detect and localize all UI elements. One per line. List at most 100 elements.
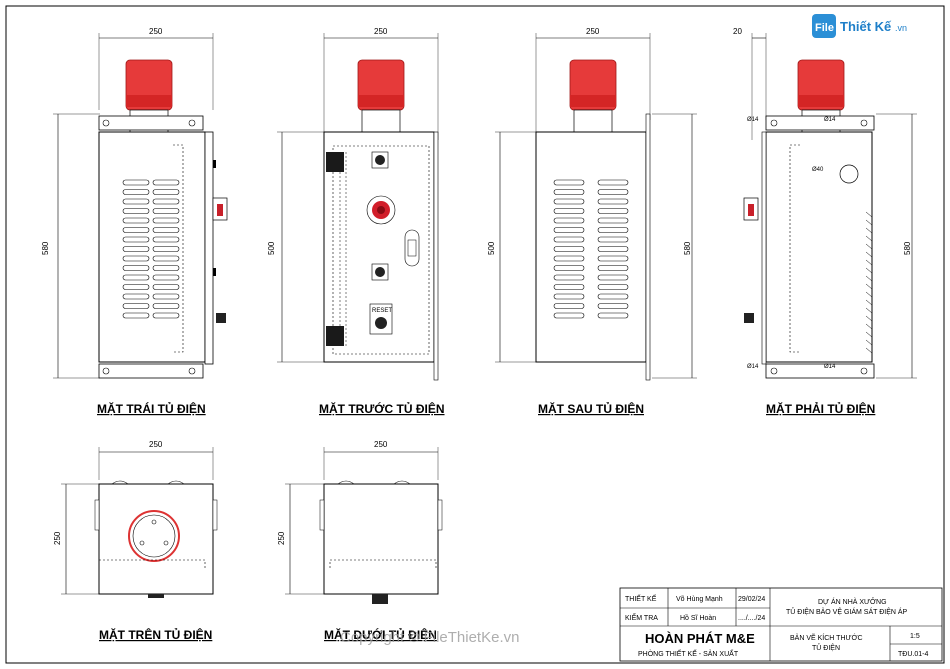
right-hole-c: Ø14 bbox=[747, 364, 759, 370]
louver-slot bbox=[152, 293, 180, 300]
louver-slot bbox=[152, 189, 180, 195]
louver-slot bbox=[122, 312, 150, 319]
right-offset-dim: 20 bbox=[733, 27, 742, 36]
bottom-width-dim: 250 bbox=[374, 440, 388, 449]
louver-slot bbox=[597, 246, 629, 252]
tb-thiet-ke-name: Võ Hùng Mạnh bbox=[676, 596, 723, 603]
louver-slot bbox=[553, 265, 585, 271]
louver-slot bbox=[122, 293, 150, 300]
hatch-mark bbox=[865, 219, 873, 226]
right-view-title: MẶT PHẢI TỦ ĐIỆN bbox=[766, 401, 875, 416]
back-louvers bbox=[553, 179, 629, 319]
tb-thiet-ke-label: THIẾT KẾ bbox=[625, 593, 657, 603]
tb-kiem-tra-label: KIỂM TRA bbox=[625, 613, 658, 622]
louver-slot bbox=[553, 236, 585, 243]
louver-slot bbox=[553, 227, 585, 233]
right-hole-b: Ø14 bbox=[824, 117, 836, 123]
back-height-inner-dim: 500 bbox=[487, 241, 496, 255]
louver-slot bbox=[122, 236, 150, 243]
louver-slot bbox=[597, 236, 629, 243]
hatch-mark bbox=[865, 339, 873, 346]
louver-slot bbox=[122, 217, 150, 224]
hatch-mark bbox=[865, 267, 873, 274]
louver-slot bbox=[597, 265, 629, 271]
tb-department: PHÒNG THIẾT KẾ - SẢN XUẤT bbox=[638, 648, 739, 658]
front-view-title: MẶT TRƯỚC TỦ ĐIỆN bbox=[319, 401, 445, 416]
louver-slot bbox=[122, 265, 150, 271]
tb-project-line2: TỦ ĐIỆN BẢO VỆ GIÁM SÁT ĐIỆN ÁP bbox=[786, 607, 908, 616]
louver-slot bbox=[152, 217, 180, 224]
view-top: 250 250 MẶT TRÊN TỦ ĐIỆN bbox=[53, 440, 218, 642]
louver-slot bbox=[597, 179, 629, 186]
back-height-outer-dim: 580 bbox=[683, 241, 692, 255]
louver-slot bbox=[553, 217, 585, 224]
tb-project-line1: DỰ ÁN NHÀ XƯỞNG bbox=[818, 597, 887, 606]
louver-slot bbox=[122, 284, 150, 290]
hatch-mark bbox=[865, 299, 873, 306]
watermark: Copyright © FileThietKe.vn bbox=[340, 629, 519, 646]
louver-slot bbox=[122, 246, 150, 252]
tb-drawing-line1: BẢN VẼ KÍCH THƯỚC bbox=[790, 633, 863, 642]
louver-slot bbox=[553, 255, 585, 262]
hatch-mark bbox=[865, 243, 873, 250]
tb-drawing-line2: TỦ ĐIỆN bbox=[812, 643, 840, 652]
louver-slot bbox=[553, 284, 585, 290]
top-width-dim: 250 bbox=[149, 440, 163, 449]
right-hole-big: Ø40 bbox=[812, 167, 824, 173]
louver-slot bbox=[553, 198, 585, 205]
louver-slot bbox=[597, 303, 629, 309]
back-view-title: MẶT SAU TỦ ĐIỆN bbox=[538, 401, 644, 416]
view-bottom: 250 250 MẶT DƯỚI TỦ ĐIỆN bbox=[277, 440, 443, 642]
louver-slot bbox=[122, 189, 150, 195]
tb-thiet-ke-date: 29/02/24 bbox=[738, 596, 765, 603]
front-height-dim: 500 bbox=[267, 241, 276, 255]
hatch-mark bbox=[865, 307, 873, 314]
hatch-mark bbox=[865, 283, 873, 290]
louver-slot bbox=[597, 189, 629, 195]
right-hatch bbox=[865, 211, 873, 354]
louver-slot bbox=[597, 312, 629, 319]
title-block: THIẾT KẾ Võ Hùng Mạnh 29/02/24 KIỂM TRA … bbox=[619, 587, 943, 662]
view-front: 250 500 RESET MẶT TRƯỚC TỦ ĐIỆN bbox=[267, 27, 445, 416]
louver-slot bbox=[597, 255, 629, 262]
front-width-dim: 250 bbox=[374, 27, 388, 36]
louver-slot bbox=[553, 208, 585, 214]
louver-slot bbox=[553, 274, 585, 281]
hatch-mark bbox=[865, 211, 873, 218]
louver-slot bbox=[122, 208, 150, 214]
louver-slot bbox=[553, 179, 585, 186]
louver-slot bbox=[597, 198, 629, 205]
logo: File Thiết Kế .vn bbox=[812, 14, 907, 38]
tb-scale: 1:5 bbox=[910, 633, 920, 640]
logo-suffix: .vn bbox=[895, 23, 907, 33]
louver-slot bbox=[152, 246, 180, 252]
left-width-dim: 250 bbox=[149, 27, 163, 36]
louver-slot bbox=[122, 179, 150, 186]
bottom-depth-dim: 250 bbox=[277, 531, 286, 545]
louver-slot bbox=[122, 227, 150, 233]
reset-label: RESET bbox=[372, 308, 392, 314]
hatch-mark bbox=[865, 291, 873, 298]
louver-slot bbox=[152, 236, 180, 243]
bottom-view-title: MẶT DƯỚI TỦ ĐIỆN bbox=[324, 627, 437, 642]
right-hole-a: Ø14 bbox=[747, 117, 759, 123]
tb-company: HOÀN PHÁT M&E bbox=[645, 631, 755, 646]
louver-slot bbox=[152, 274, 180, 281]
left-louvers bbox=[122, 179, 180, 319]
louver-slot bbox=[122, 303, 150, 309]
louver-slot bbox=[553, 312, 585, 319]
louver-slot bbox=[152, 255, 180, 262]
top-view-title: MẶT TRÊN TỦ ĐIỆN bbox=[99, 627, 212, 642]
hatch-mark bbox=[865, 315, 873, 322]
sheet-border bbox=[5, 5, 945, 664]
louver-slot bbox=[152, 303, 180, 309]
louver-slot bbox=[553, 293, 585, 300]
louver-slot bbox=[553, 303, 585, 309]
louver-slot bbox=[553, 246, 585, 252]
hatch-mark bbox=[865, 235, 873, 242]
tb-code: TĐU.01-4 bbox=[898, 651, 928, 658]
view-back: 250 500 580 MẶT SAU TỦ ĐIỆN bbox=[487, 27, 697, 416]
louver-slot bbox=[152, 265, 180, 271]
right-height-dim: 580 bbox=[903, 241, 912, 255]
